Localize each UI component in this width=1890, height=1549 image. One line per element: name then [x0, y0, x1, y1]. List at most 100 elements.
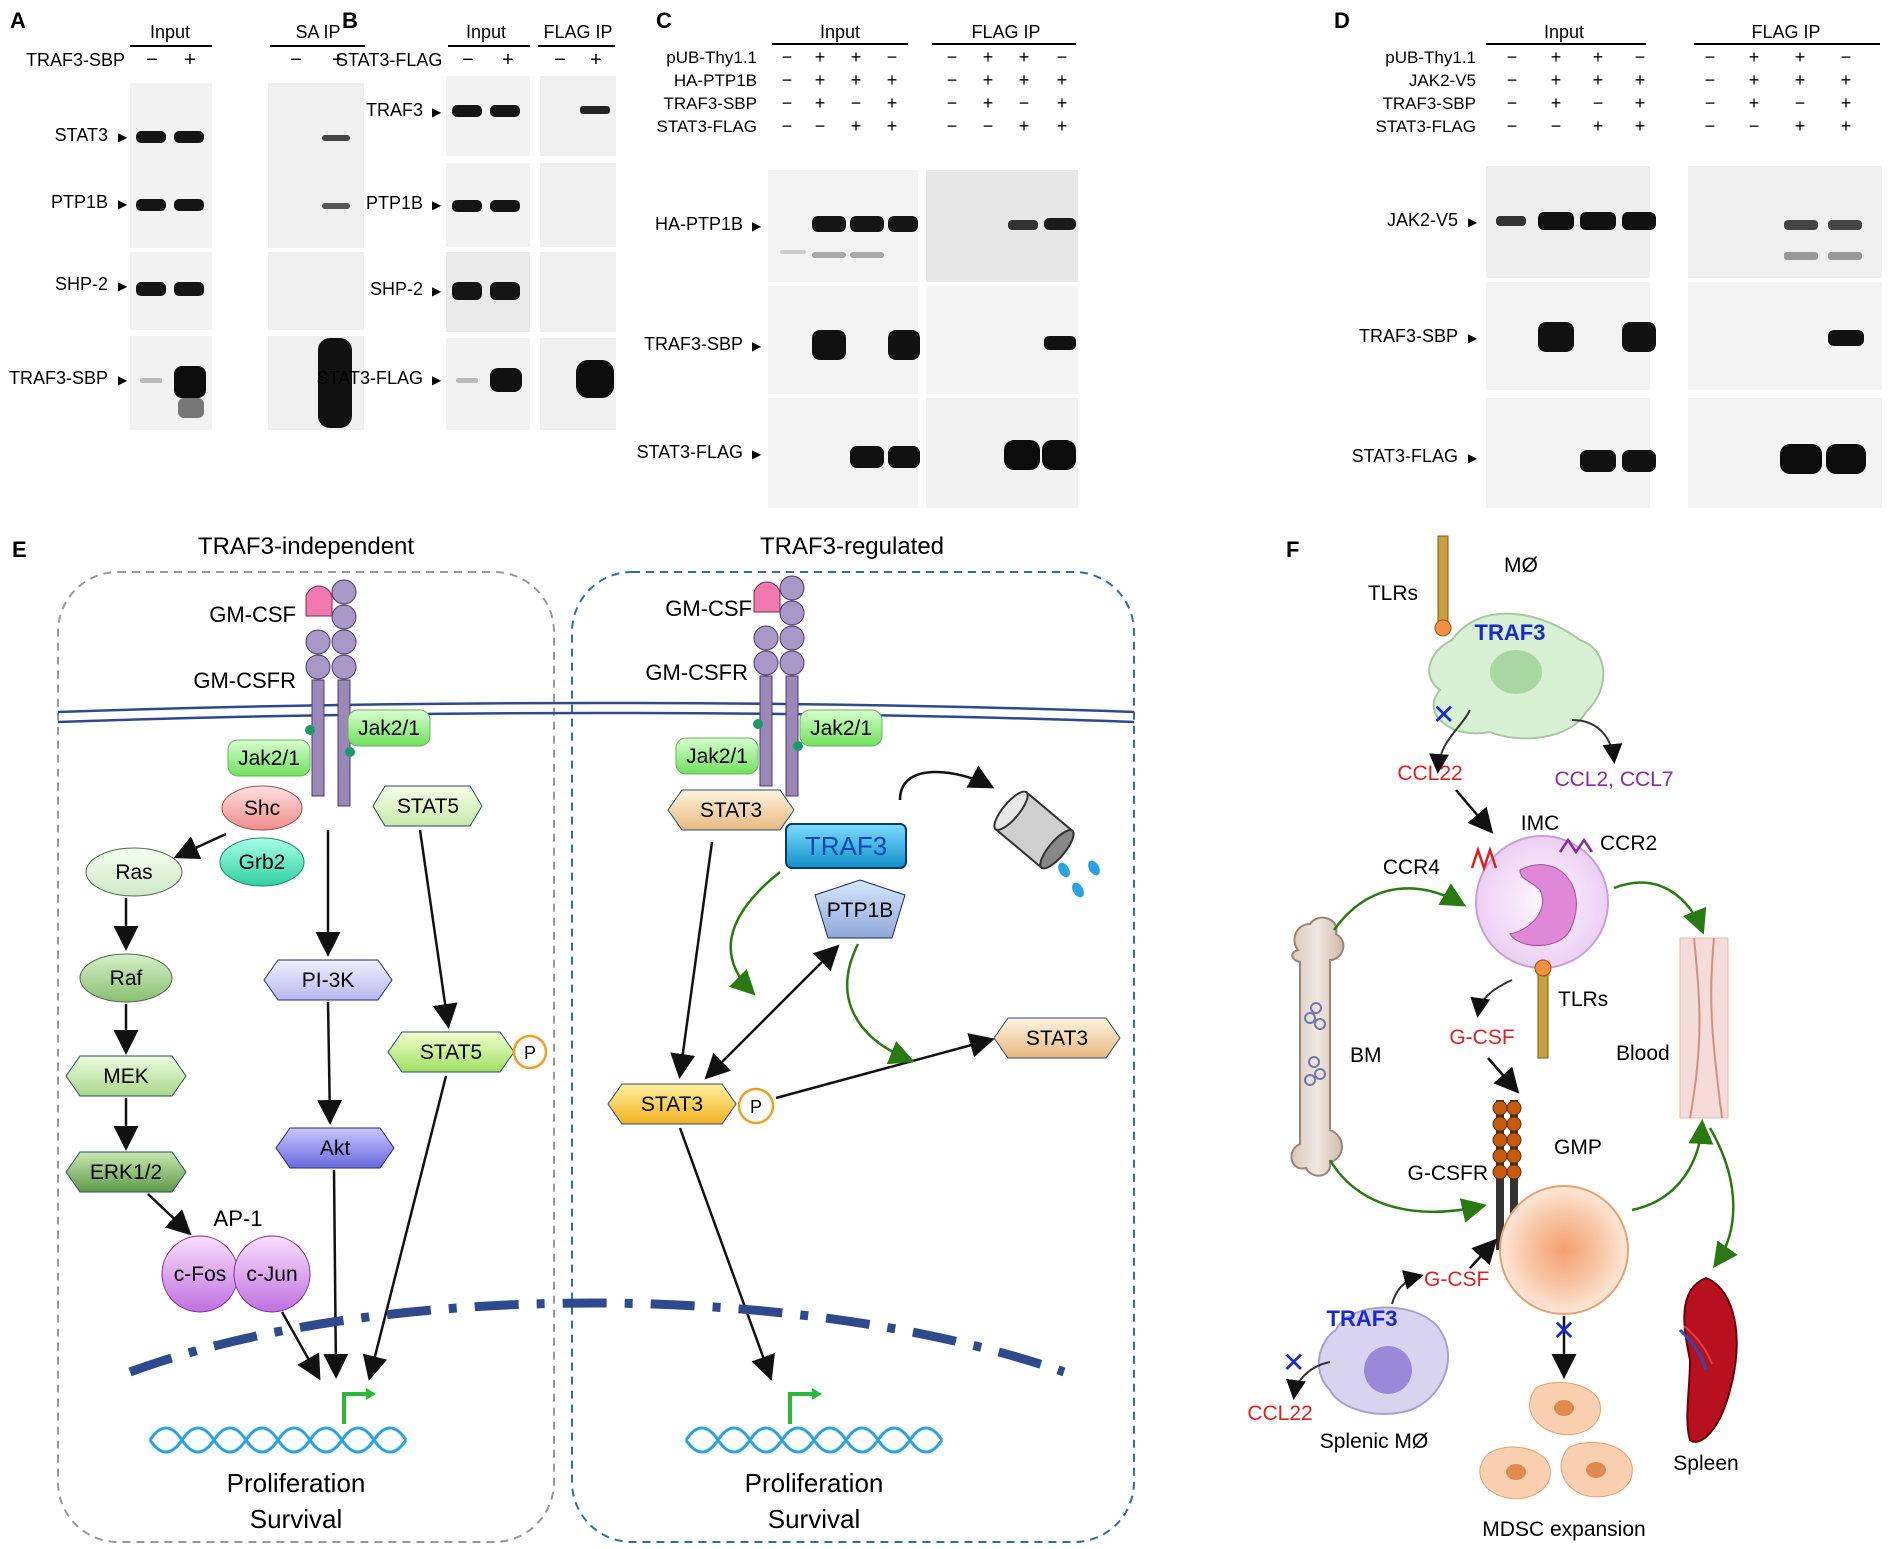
blot-membrane	[268, 160, 364, 248]
lane-sign: −	[1705, 47, 1716, 67]
jak-node	[799, 709, 883, 747]
protein-label: STAT3-FLAG	[637, 442, 743, 462]
pi3k-node	[263, 959, 393, 1001]
blot-band	[812, 216, 846, 232]
svg-text:▶: ▶	[118, 373, 128, 387]
lane-sign: −	[887, 47, 898, 67]
blot-band	[780, 250, 806, 254]
lane-sign: −	[782, 47, 793, 67]
column-header-ip: FLAG IP	[543, 22, 612, 42]
ccr4-label: CCR4	[1383, 856, 1440, 879]
blot-band	[452, 200, 482, 212]
outcome-label: Survival	[250, 1504, 342, 1534]
condition-row: TRAF3-SBP − + − + − + − +	[663, 93, 1067, 113]
panel-a: A Input SA IP TRAF3-SBP − + − + STAT3 ▶ …	[9, 8, 365, 430]
mdsc-cells-icon	[1479, 1381, 1633, 1500]
protein-label: TRAF3-SBP	[9, 368, 108, 388]
lane-sign: −	[947, 70, 958, 90]
block-x-icon: ✕	[1282, 1347, 1305, 1378]
column-header-input: Input	[1544, 22, 1584, 42]
svg-text:▶: ▶	[1468, 331, 1478, 345]
blot-band	[490, 282, 520, 300]
lane-sign: −	[1705, 70, 1716, 90]
lane-sign: +	[887, 93, 898, 113]
blot-band	[1496, 216, 1526, 226]
blot-band	[850, 216, 884, 232]
lane-sign: +	[1551, 93, 1562, 113]
blot-band	[1044, 336, 1076, 350]
grb2-label: Grb2	[239, 851, 286, 874]
gcsfr-label: G-CSFR	[1408, 1162, 1489, 1185]
migration-arrows	[1328, 881, 1738, 1269]
blot-band	[1008, 220, 1038, 230]
blot-band	[490, 105, 520, 117]
lane-sign: +	[1019, 70, 1030, 90]
lane-sign: +	[1551, 70, 1562, 90]
svg-text:▶: ▶	[432, 198, 442, 212]
cjun-label: c-Jun	[246, 1263, 297, 1286]
plasma-membrane	[57, 701, 1135, 714]
blot-row: TRAF3-SBP ▶	[644, 286, 1078, 394]
blot-band	[1784, 220, 1818, 230]
blot-band	[1538, 322, 1574, 352]
akt-node	[275, 1127, 395, 1169]
lane-sign: −	[1507, 93, 1518, 113]
blot-row: STAT3-FLAG ▶	[317, 338, 616, 430]
panel-letter: B	[342, 8, 358, 33]
protein-label: PTP1B	[366, 193, 423, 213]
blot-band	[1580, 450, 1616, 472]
svg-text:▶: ▶	[118, 130, 128, 144]
svg-text:▶: ▶	[752, 219, 762, 233]
left-compartment-title: TRAF3-independent	[198, 533, 414, 560]
blot-row: PTP1B ▶	[51, 160, 364, 248]
blot-band	[576, 360, 614, 398]
lane-sign: +	[815, 93, 826, 113]
condition-label: STAT3-FLAG	[657, 117, 757, 136]
lane-sign: −	[782, 70, 793, 90]
lane-sign: +	[1551, 47, 1562, 67]
panel-letter: D	[1334, 8, 1350, 33]
lane-sign: +	[887, 70, 898, 90]
svg-text:▶: ▶	[432, 105, 442, 119]
svg-text:▶: ▶	[432, 284, 442, 298]
protein-label: SHP-2	[370, 279, 423, 299]
blot-row: TRAF3-SBP ▶	[9, 336, 364, 430]
svg-text:▶: ▶	[118, 197, 128, 211]
panel-letter: C	[656, 8, 672, 33]
spleen-icon	[1678, 1276, 1738, 1443]
gm-csfr-label: GM-CSFR	[645, 660, 748, 685]
protein-label: HA-PTP1B	[655, 214, 743, 234]
condition-row: STAT3-FLAG − − + + − − + +	[1376, 116, 1852, 136]
blot-band	[178, 398, 204, 418]
protein-label: STAT3-FLAG	[317, 368, 423, 388]
stat3-label: STAT3	[1026, 1027, 1088, 1050]
lane-sign: −	[1551, 116, 1562, 136]
blot-band	[136, 282, 166, 296]
svg-text:▶: ▶	[1468, 215, 1478, 229]
proteasome-icon	[898, 765, 1100, 898]
lane-sign: +	[851, 70, 862, 90]
gcsf-label: G-CSF	[1449, 1026, 1514, 1049]
blot-row: PTP1B ▶	[366, 163, 616, 247]
jak-label: Jak2/1	[238, 747, 300, 770]
lane-sign: +	[815, 47, 826, 67]
protein-label: PTP1B	[51, 192, 108, 212]
blot-band	[1784, 252, 1818, 260]
imc-cell-icon	[1470, 835, 1609, 1059]
stat3-label: STAT3	[641, 1093, 703, 1116]
blot-band	[174, 366, 206, 398]
lane-sign: −	[1507, 116, 1518, 136]
lane-sign: −	[1057, 47, 1068, 67]
blot-band	[1780, 444, 1822, 474]
lane-sign: −	[1749, 116, 1760, 136]
column-header-ip: FLAG IP	[1751, 22, 1820, 42]
erk-label: ERK1/2	[90, 1161, 162, 1184]
ap1-label: AP-1	[214, 1206, 263, 1231]
lane-sign: −	[782, 93, 793, 113]
blot-row: TRAF3 ▶	[366, 76, 616, 156]
lane-sign: +	[590, 49, 602, 71]
blot-band	[174, 131, 204, 143]
blot-row: STAT3-FLAG ▶	[637, 398, 1078, 508]
blot-band	[136, 131, 166, 143]
condition-row: pUB-Thy1.1 − + + − − + + −	[666, 47, 1067, 67]
